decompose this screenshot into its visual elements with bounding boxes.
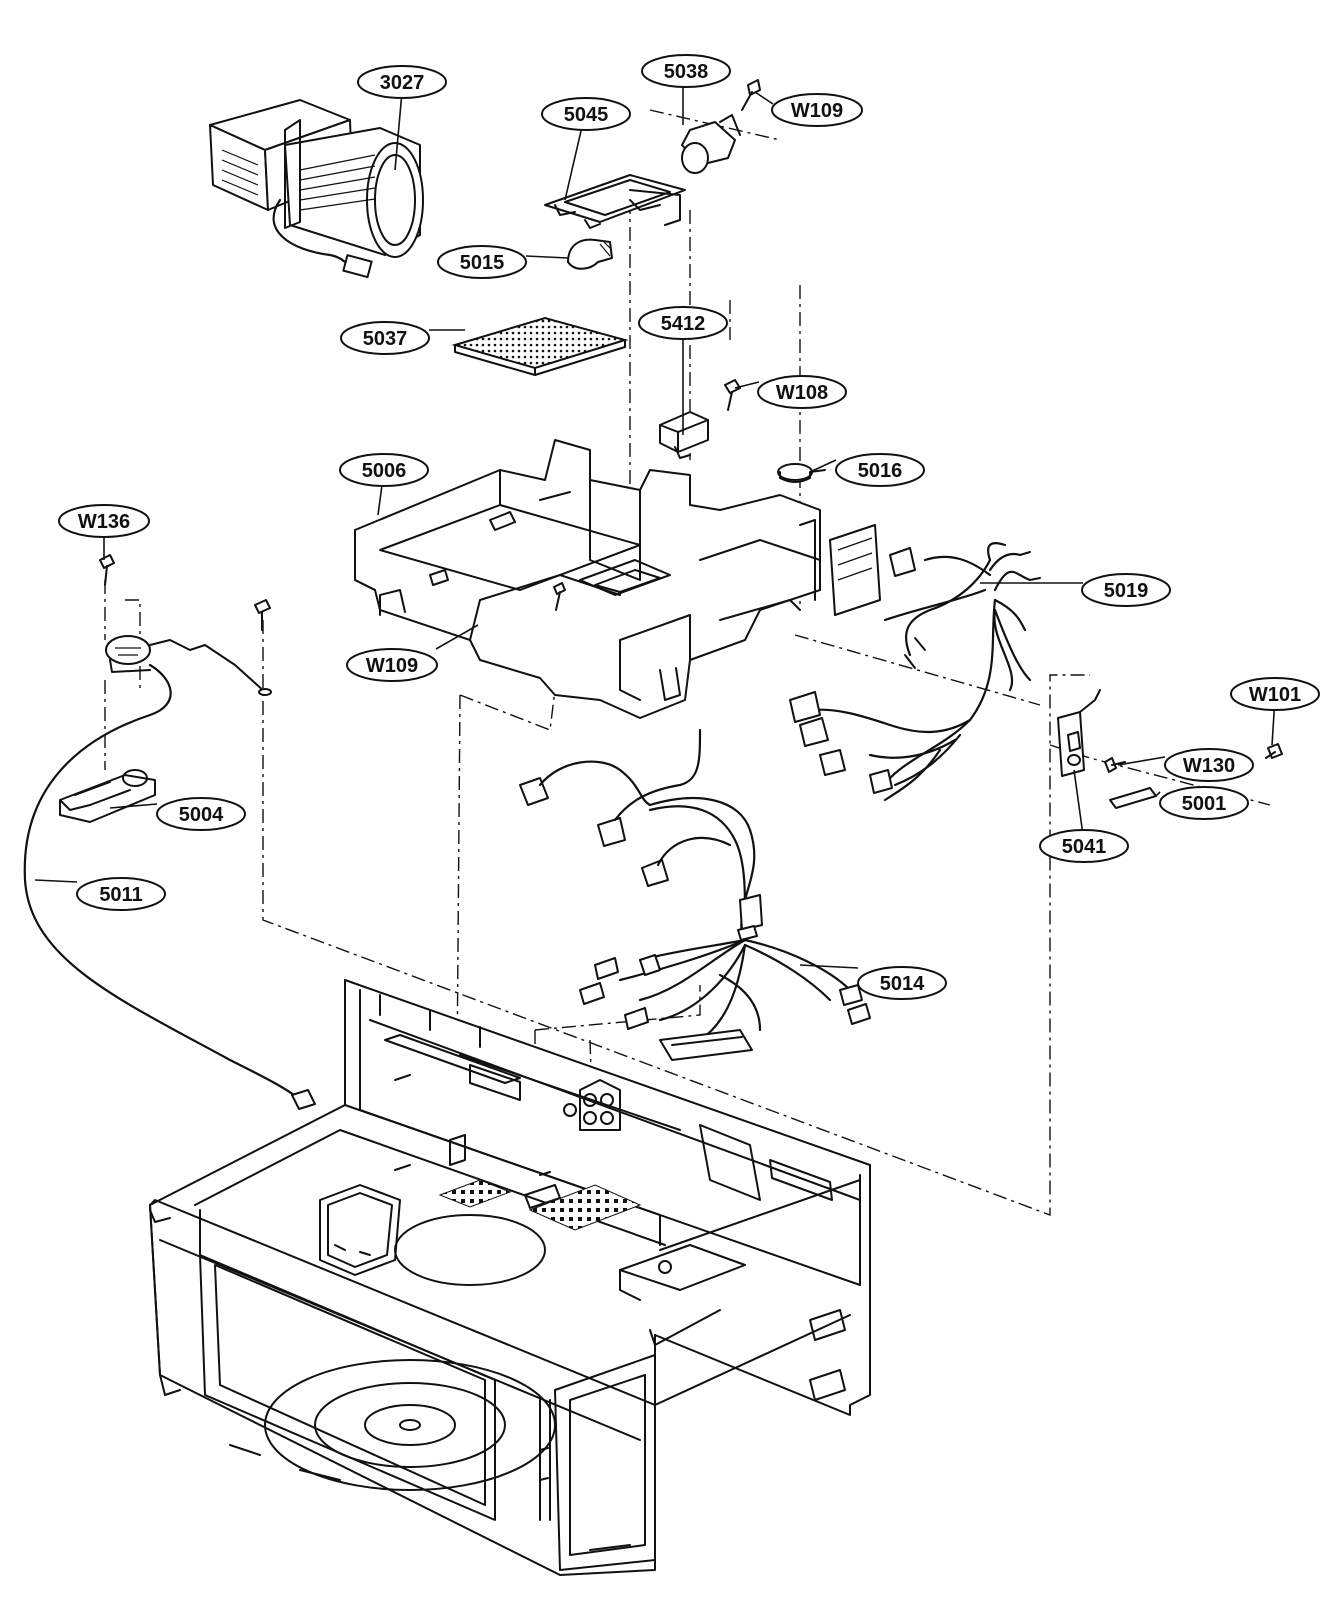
svg-text:W130: W130 — [1183, 755, 1235, 777]
svg-text:5011: 5011 — [99, 884, 142, 906]
callout-5001: 5001 — [1159, 786, 1249, 820]
svg-text:W109: W109 — [366, 655, 418, 677]
air-guide-assembly — [354, 439, 881, 719]
svg-text:5015: 5015 — [460, 252, 505, 274]
callout-5014: 5014 — [857, 966, 947, 1000]
callout-5004: 5004 — [156, 797, 246, 831]
svg-text:W108: W108 — [776, 382, 828, 404]
callout-5011: 5011 — [76, 877, 166, 911]
svg-text:W109: W109 — [791, 100, 843, 122]
callout-5006: 5006 — [339, 453, 429, 487]
callout-5015: 5015 — [437, 245, 527, 279]
callout-5037: 5037 — [340, 321, 430, 355]
secondary-wire-harness — [519, 728, 871, 1061]
svg-text:5045: 5045 — [564, 104, 609, 126]
switch-and-thermostat — [659, 379, 826, 483]
callout-w109-mid: W109 — [346, 648, 438, 682]
callout-5019: 5019 — [1081, 573, 1171, 607]
svg-text:5006: 5006 — [362, 460, 407, 482]
svg-text:5016: 5016 — [858, 460, 903, 482]
svg-text:5037: 5037 — [363, 328, 408, 350]
callout-5412: 5412 — [638, 306, 728, 340]
svg-text:5001: 5001 — [1182, 793, 1227, 815]
callout-5038: 5038 — [641, 54, 731, 88]
fuse-holder-assembly — [1057, 689, 1283, 809]
humidity-sensor-assembly — [23, 554, 316, 1110]
svg-text:W101: W101 — [1249, 684, 1301, 706]
svg-text:3027: 3027 — [380, 72, 425, 94]
callout-w109-top: W109 — [771, 93, 863, 127]
callout-5045: 5045 — [541, 97, 631, 131]
oven-cavity-chassis — [149, 979, 871, 1576]
callout-w130: W130 — [1164, 748, 1254, 782]
callout-w108: W108 — [757, 375, 847, 409]
callout-3027: 3027 — [357, 65, 447, 99]
svg-text:5004: 5004 — [179, 804, 224, 826]
fan-motor-assembly — [209, 99, 424, 279]
svg-text:W136: W136 — [78, 511, 130, 533]
svg-text:5014: 5014 — [880, 973, 925, 995]
callout-w136: W136 — [58, 504, 150, 538]
lamp-socket-bracket — [544, 79, 761, 270]
main-wire-harness — [789, 542, 1041, 802]
svg-text:5038: 5038 — [664, 61, 709, 83]
svg-text:5019: 5019 — [1104, 580, 1149, 602]
svg-text:5041: 5041 — [1062, 836, 1107, 858]
callout-w101: W101 — [1230, 677, 1320, 711]
callout-5016: 5016 — [835, 453, 925, 487]
svg-text:5412: 5412 — [661, 313, 706, 335]
charcoal-filter — [451, 316, 629, 376]
callout-5041: 5041 — [1039, 829, 1129, 863]
